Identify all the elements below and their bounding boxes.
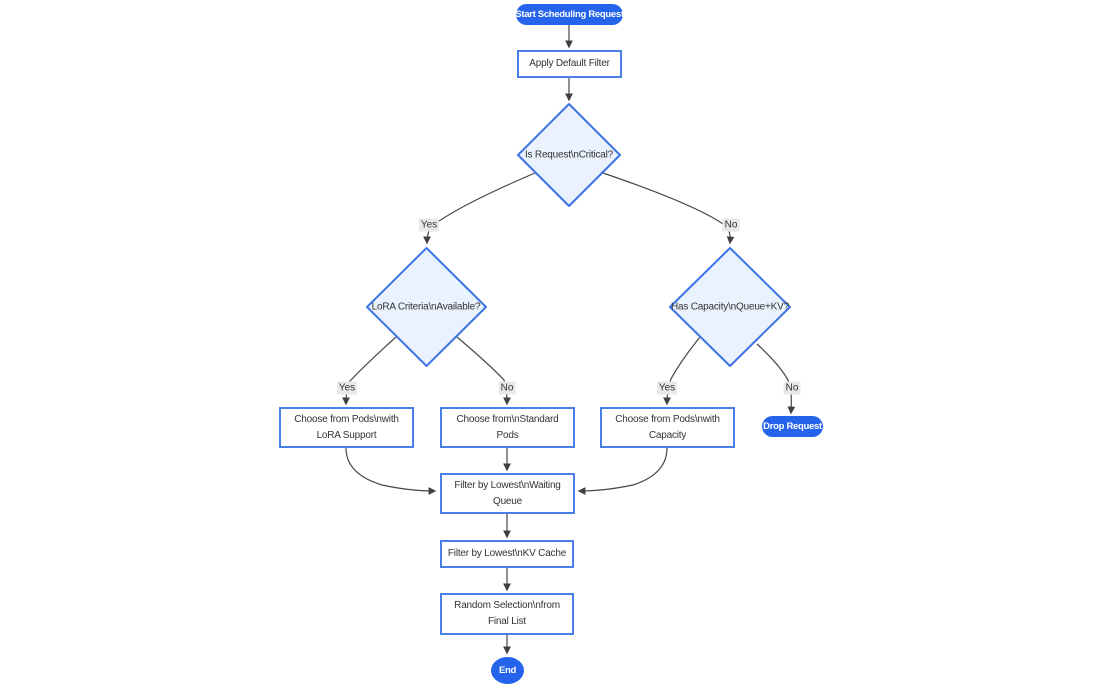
node-label-line: Choose from Pods\nwith bbox=[294, 413, 399, 425]
node-label: LoRA Criteria\nAvailable? bbox=[371, 301, 481, 313]
node-start-scheduling-request: Start Scheduling Request bbox=[515, 4, 624, 25]
node-choose-capacity-pods: Choose from Pods\nwith Capacity bbox=[600, 407, 735, 448]
node-label-line: Filter by Lowest\nKV Cache bbox=[447, 548, 567, 559]
node-label-line: Final List bbox=[487, 616, 526, 627]
decision-has-capacity-queue-kv bbox=[669, 247, 791, 367]
node-label-line: Filter by Lowest\nWaiting bbox=[454, 479, 561, 491]
node-filter-kv-cache: Filter by Lowest\nKV Cache bbox=[440, 540, 574, 568]
edge-choose-lora-to-filter-waiting bbox=[345, 447, 437, 495]
edge-capacity-yes-to-choose-capacity bbox=[663, 336, 701, 406]
decision-label-has-capacity: Has Capacity\nQueue+KV? bbox=[671, 302, 789, 313]
edge-label-capacity-no: No bbox=[783, 381, 801, 395]
node-label: Start Scheduling Request bbox=[515, 9, 624, 20]
node-label-line: Pods bbox=[496, 429, 519, 441]
decision-lora-criteria-available bbox=[366, 247, 487, 367]
node-random-selection: Random Selection\nfrom Final List bbox=[440, 593, 574, 635]
node-label-line: Random Selection\nfrom bbox=[454, 600, 560, 611]
node-label: End bbox=[498, 665, 517, 676]
node-drop-request: Drop Request bbox=[762, 416, 823, 437]
edge-label-lora-yes: Yes bbox=[336, 381, 358, 395]
node-choose-standard-pods: Choose from\nStandard Pods bbox=[440, 407, 575, 448]
edge-lora-yes-to-choose-lora bbox=[342, 336, 397, 406]
node-end: End bbox=[491, 657, 524, 684]
edge-critical-yes-to-lora bbox=[423, 172, 536, 245]
node-label-line: Queue bbox=[492, 495, 523, 507]
node-label: Drop Request bbox=[763, 421, 822, 432]
node-label-line: Apply Default Filter bbox=[529, 58, 610, 69]
node-label: Has Capacity\nQueue+KV? bbox=[671, 301, 789, 313]
edge-label-lora-no: No bbox=[498, 381, 516, 395]
decision-label-is-request-critical: Is Request\nCritical? bbox=[525, 150, 613, 161]
edge-capacity-no-to-drop bbox=[756, 343, 796, 415]
node-label-line: Capacity bbox=[648, 429, 687, 441]
edge-label-capacity-yes: Yes bbox=[656, 381, 678, 395]
node-label: Is Request\nCritical? bbox=[524, 149, 614, 161]
edge-critical-no-to-capacity bbox=[602, 172, 735, 245]
node-label-line: LoRA Support bbox=[316, 429, 377, 441]
node-apply-default-filter: Apply Default Filter bbox=[517, 50, 622, 78]
edge-lora-no-to-choose-standard bbox=[456, 336, 511, 406]
node-filter-waiting-queue: Filter by Lowest\nWaiting Queue bbox=[440, 473, 575, 514]
node-choose-lora-pods: Choose from Pods\nwith LoRA Support bbox=[279, 407, 414, 448]
node-label-line: Choose from\nStandard bbox=[456, 413, 559, 425]
decision-label-lora-criteria: LoRA Criteria\nAvailable? bbox=[372, 302, 481, 313]
edge-label-critical-no: No bbox=[722, 218, 740, 232]
edge-choose-capacity-to-filter-waiting bbox=[577, 447, 668, 495]
edge-label-critical-yes: Yes bbox=[418, 218, 440, 232]
node-label-line: Choose from Pods\nwith bbox=[615, 413, 720, 425]
decision-is-request-critical bbox=[517, 103, 621, 207]
